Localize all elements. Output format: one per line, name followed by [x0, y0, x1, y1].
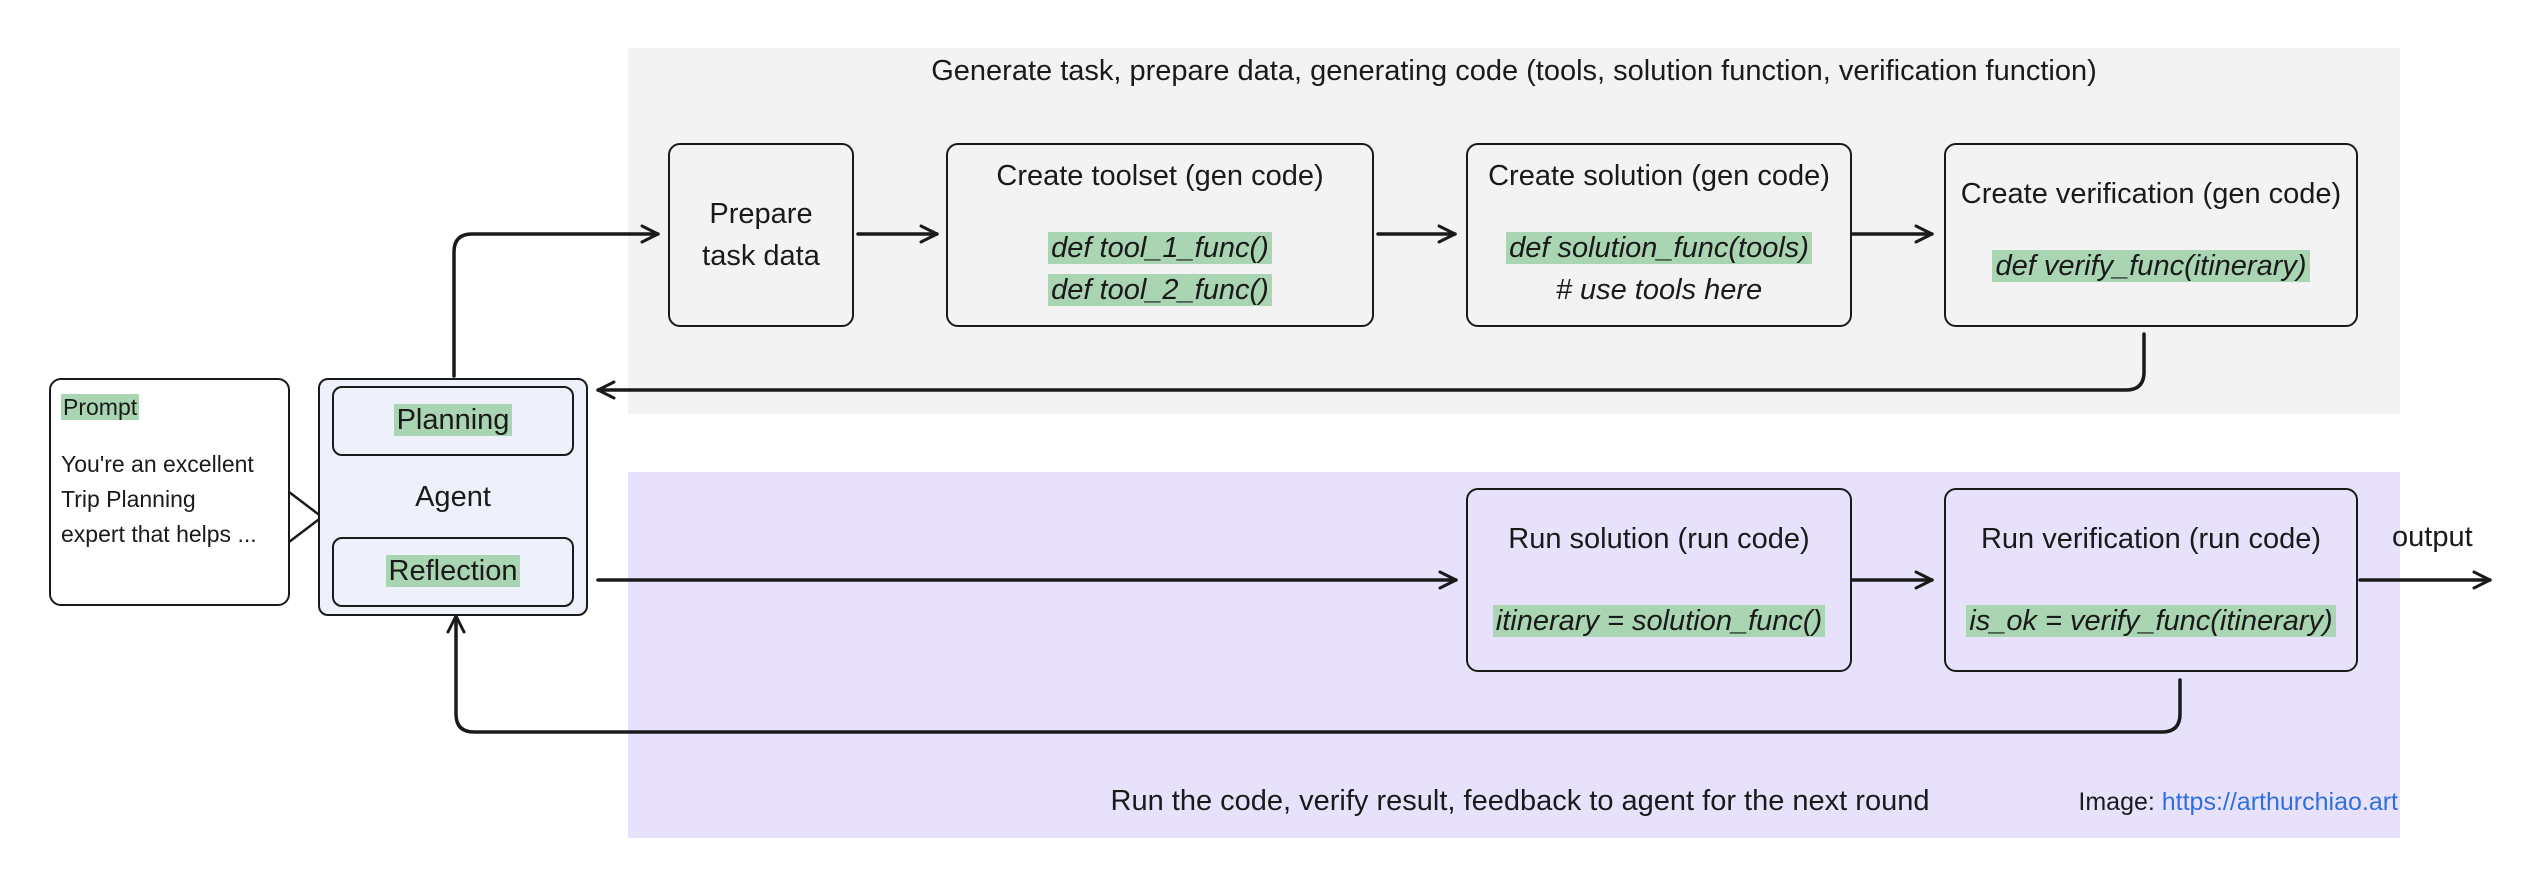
reflection-box: Reflection [332, 537, 574, 607]
credit-prefix: Image: [2078, 788, 2162, 816]
tool-1-func-code: def tool_1_func() [1048, 232, 1272, 264]
run-solution-box: Run solution (run code) itinerary = solu… [1466, 488, 1852, 672]
credit-link[interactable]: https://arthurchiao.art [2161, 788, 2398, 816]
prepare-task-data-box: Prepare task data [668, 143, 854, 327]
image-credit: Image: https://arthurchiao.art [2078, 784, 2398, 820]
run-verification-box: Run verification (run code) is_ok = veri… [1944, 488, 2358, 672]
create-toolset-box: Create toolset (gen code) def tool_1_fun… [946, 143, 1374, 327]
arrow-agent-to-prepare [452, 224, 660, 378]
run-verification-code: is_ok = verify_func(itinerary) [1966, 605, 2336, 637]
run-verification-title: Run verification (run code) [1980, 523, 2322, 555]
agent-box: Planning Agent Reflection [318, 378, 588, 616]
agent-label: Agent [415, 481, 491, 513]
prompt-bubble: Prompt You're an excellent Trip Planning… [49, 378, 290, 606]
run-solution-code: itinerary = solution_func() [1492, 605, 1826, 637]
generate-region-caption: Generate task, prepare data, generating … [931, 55, 2097, 87]
prepare-line-1: Prepare [709, 198, 813, 230]
solution-func-code: def solution_func(tools) [1506, 232, 1812, 264]
prompt-tag: Prompt [61, 394, 140, 420]
solution-comment: # use tools here [1555, 274, 1763, 306]
create-solution-box: Create solution (gen code) def solution_… [1466, 143, 1852, 327]
arrow-run-verification-feedback [446, 614, 2182, 734]
create-toolset-title: Create toolset (gen code) [996, 160, 1324, 192]
planning-label: Planning [393, 404, 513, 436]
prompt-text-line-3: expert that helps ... [61, 521, 257, 547]
verify-func-code: def verify_func(itinerary) [1992, 250, 2310, 282]
output-label: output [2392, 521, 2473, 553]
reflection-label: Reflection [385, 555, 521, 587]
planning-box: Planning [332, 386, 574, 456]
prepare-line-2: task data [702, 240, 820, 272]
run-region-caption: Run the code, verify result, feedback to… [1110, 785, 1930, 817]
prompt-text-line-2: Trip Planning [61, 486, 196, 512]
create-verification-title: Create verification (gen code) [1960, 178, 2342, 210]
run-solution-title: Run solution (run code) [1508, 523, 1810, 555]
create-verification-box: Create verification (gen code) def verif… [1944, 143, 2358, 327]
arrow-verification-feedback [596, 332, 2146, 400]
prompt-text-line-1: You're an excellent [61, 451, 254, 477]
create-solution-title: Create solution (gen code) [1488, 160, 1830, 192]
tool-2-func-code: def tool_2_func() [1048, 274, 1272, 306]
